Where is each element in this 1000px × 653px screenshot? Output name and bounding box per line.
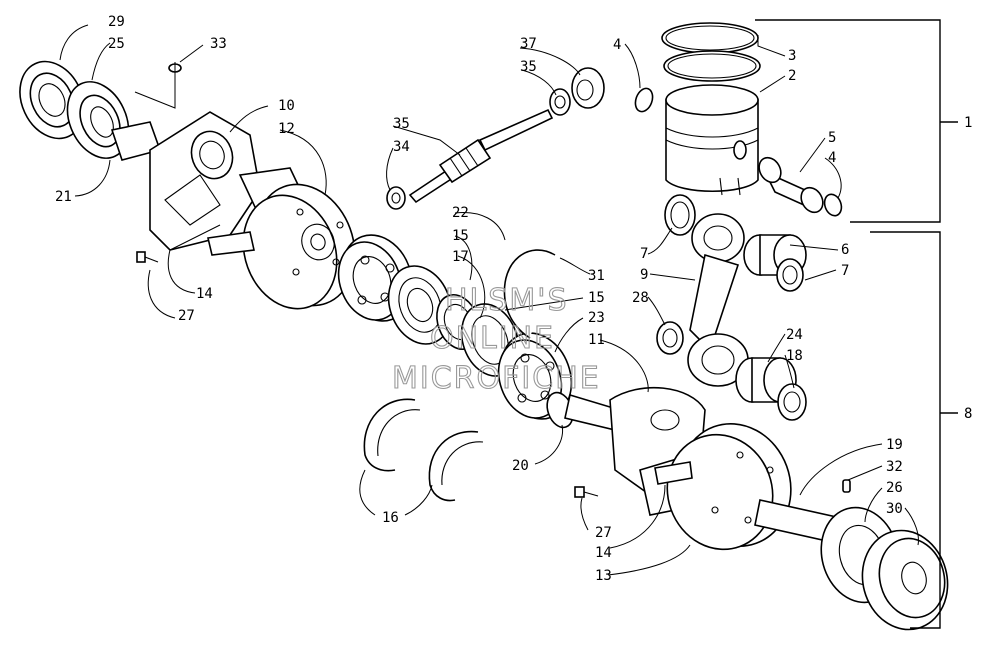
bushing-35 [549, 88, 571, 116]
callout-26: 26 [886, 480, 903, 496]
washer-28 [656, 321, 684, 355]
callout-11: 11 [588, 332, 605, 348]
plate-14-right [654, 461, 693, 485]
circlip-16-b [428, 430, 484, 502]
seal-37 [571, 67, 605, 109]
bracket-8 [870, 231, 941, 629]
callout-14-left: 14 [196, 286, 213, 302]
callout-25: 25 [108, 36, 125, 52]
circlip-4-top [634, 87, 654, 113]
flywheel-12 [242, 183, 356, 310]
callout-35-top: 35 [520, 59, 537, 75]
callout-13: 13 [595, 568, 612, 584]
circlip-16-a [363, 398, 421, 472]
callout-9: 9 [640, 267, 648, 283]
seal-29 [19, 60, 85, 140]
callout-28: 28 [632, 290, 649, 306]
needle-bearing-24 [735, 357, 797, 403]
washer-7-top [664, 194, 696, 236]
callout-24: 24 [786, 327, 803, 343]
callout-4-side: 4 [828, 150, 836, 166]
callout-22: 22 [452, 205, 469, 221]
bracket-1 [755, 19, 941, 223]
callout-21: 21 [55, 189, 72, 205]
callout-30: 30 [886, 501, 903, 517]
callout-20: 20 [512, 458, 529, 474]
pump-shaft-35 [408, 108, 554, 204]
callout-2: 2 [788, 68, 796, 84]
callout-7-bottom: 7 [841, 263, 849, 279]
seal-30 [861, 529, 949, 631]
flywheel-13 [666, 422, 851, 551]
washer-34 [386, 186, 406, 210]
callout-35-mid: 35 [393, 116, 410, 132]
callout-8: 8 [964, 406, 972, 422]
seal-15-a [387, 265, 453, 345]
callout-4-top: 4 [613, 37, 621, 53]
key-32 [842, 479, 851, 493]
callout-37: 37 [520, 36, 537, 52]
callout-17: 17 [452, 249, 469, 265]
plate-14-left [207, 231, 255, 256]
callout-labels: 29 25 33 10 12 21 14 27 37 35 35 34 22 1… [55, 14, 972, 584]
callout-27-right: 27 [595, 525, 612, 541]
callout-16: 16 [382, 510, 399, 526]
callout-33: 33 [210, 36, 227, 52]
callout-1: 1 [964, 115, 972, 131]
wrist-pin-5 [758, 156, 824, 214]
bearing-25 [66, 81, 130, 159]
watermark: HLSM'S ONLINE MICROFICHE [391, 282, 601, 396]
piston-rings-3 [661, 22, 761, 82]
callout-19: 19 [886, 437, 903, 453]
callout-18: 18 [786, 348, 803, 364]
washer-18 [777, 383, 807, 421]
callout-15-bottom: 15 [588, 290, 605, 306]
leader-lines [59, 24, 919, 576]
screw-27-left [136, 251, 159, 263]
callout-14-right: 14 [595, 545, 612, 561]
washer-7-bottom [776, 258, 804, 292]
callout-32: 32 [886, 459, 903, 475]
callout-6: 6 [841, 242, 849, 258]
circlip-31 [503, 249, 556, 339]
screw-27-right [574, 486, 599, 498]
watermark-line-1: HLSM'S [445, 283, 569, 318]
callout-29: 29 [108, 14, 125, 30]
callout-34: 34 [393, 139, 410, 155]
watermark-line-3: MICROFICHE [392, 361, 601, 396]
circlip-4-side [823, 193, 843, 217]
callout-15-top: 15 [452, 228, 469, 244]
piston-2 [665, 84, 759, 196]
callout-12: 12 [278, 121, 295, 137]
watermark-line-2: ONLINE [430, 321, 555, 356]
callout-3: 3 [788, 48, 796, 64]
callout-31: 31 [588, 268, 605, 284]
callout-5: 5 [828, 130, 836, 146]
connecting-rod-9 [687, 213, 749, 387]
callout-23: 23 [588, 310, 605, 326]
callout-10: 10 [278, 98, 295, 114]
callout-27-left: 27 [178, 308, 195, 324]
callout-7-top: 7 [640, 246, 648, 262]
